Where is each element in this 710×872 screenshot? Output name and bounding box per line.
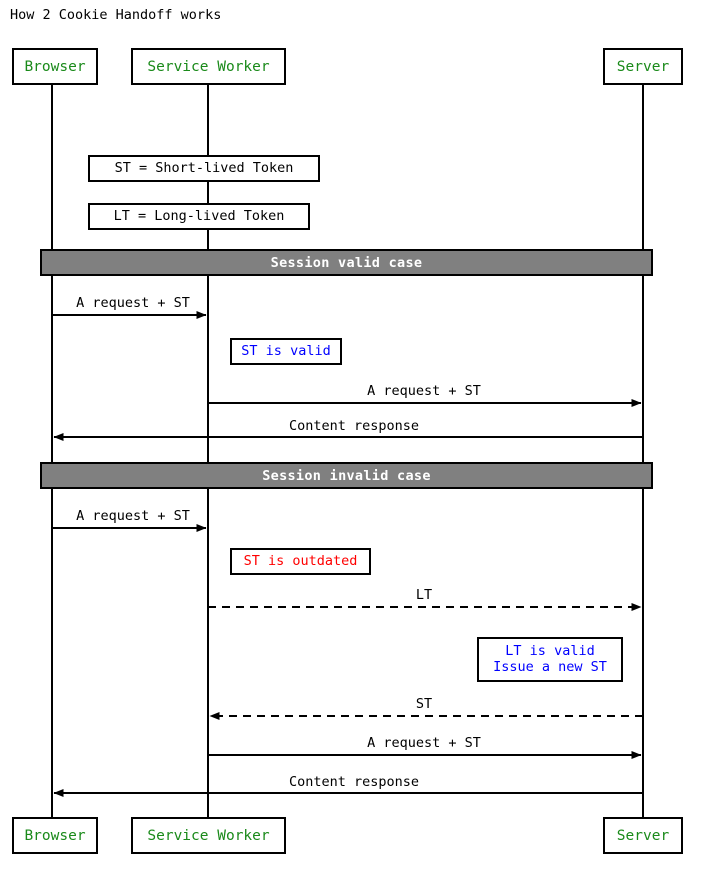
message-label-lbl-1: A request + ST xyxy=(76,295,190,311)
participant-server-bottom[interactable]: Server xyxy=(603,817,683,854)
message-label-lbl-6: ST xyxy=(415,696,433,712)
note-st-outdated: ST is outdated xyxy=(230,548,371,575)
message-label-lbl-4: A request + ST xyxy=(76,508,190,524)
participant-worker-bottom[interactable]: Service Worker xyxy=(131,817,286,854)
note-st: ST = Short-lived Token xyxy=(88,155,320,182)
note-lt: LT = Long-lived Token xyxy=(88,203,310,230)
message-label-lbl-8: Content response xyxy=(288,774,420,790)
message-label-lbl-3: Content response xyxy=(288,418,420,434)
note-st-valid-line-1: ST is valid xyxy=(241,342,331,359)
page-title: How 2 Cookie Handoff works xyxy=(10,7,222,23)
message-label-lbl-7: A request + ST xyxy=(367,735,481,751)
participant-browser-top[interactable]: Browser xyxy=(12,48,98,85)
note-st-valid: ST is valid xyxy=(230,338,342,365)
section-valid: Session valid case xyxy=(40,249,653,276)
note-lt-valid-line-2: Issue a new ST xyxy=(493,658,607,675)
message-arrows-group xyxy=(52,311,643,797)
section-invalid: Session invalid case xyxy=(40,462,653,489)
participant-server-top[interactable]: Server xyxy=(603,48,683,85)
message-label-lbl-5: LT xyxy=(415,587,433,603)
note-st-outdated-line-1: ST is outdated xyxy=(243,552,358,569)
note-lt-valid-line-1: LT is valid xyxy=(505,642,595,659)
participant-worker-top[interactable]: Service Worker xyxy=(131,48,286,85)
message-label-lbl-2: A request + ST xyxy=(367,383,481,399)
participant-browser-bottom[interactable]: Browser xyxy=(12,817,98,854)
